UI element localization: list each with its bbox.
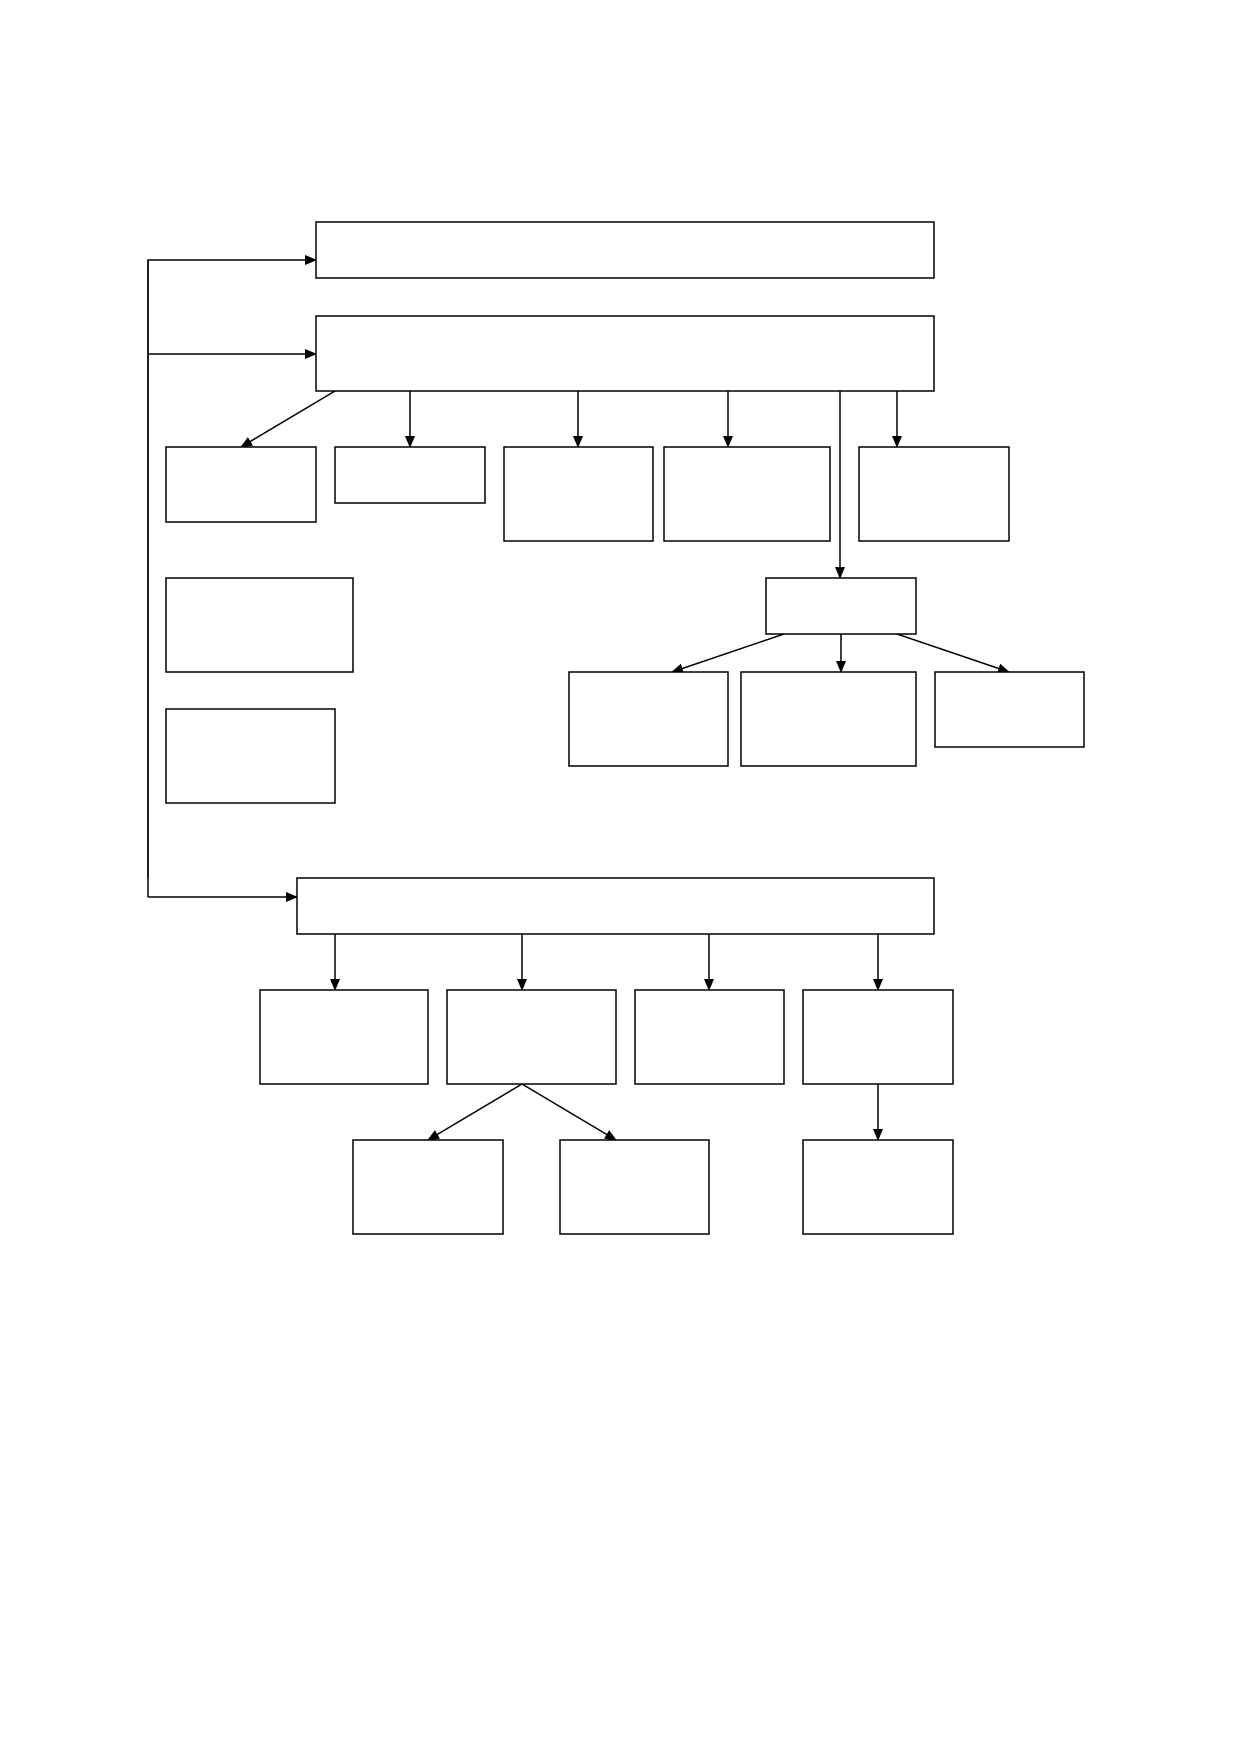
box-frame bbox=[802, 1139, 954, 1235]
box-frame bbox=[765, 577, 917, 635]
box-frame bbox=[663, 446, 831, 542]
box-frame bbox=[858, 446, 1010, 542]
box-frame bbox=[315, 315, 935, 392]
arrow-left-rail-to-top-box bbox=[147, 255, 317, 878]
arrow-sub-hub-to-sub-child-3 bbox=[896, 633, 1010, 674]
arrow-sub-hub-to-sub-child-1 bbox=[671, 633, 785, 674]
box-child-2 bbox=[334, 446, 486, 504]
arrow-lower-child-2-to-lower-grandchild-2 bbox=[521, 1083, 617, 1141]
box-frame bbox=[165, 708, 336, 804]
box-child-4 bbox=[663, 446, 831, 542]
boxes bbox=[165, 221, 1085, 1235]
box-frame bbox=[259, 989, 429, 1085]
box-frame bbox=[165, 577, 354, 673]
box-sub-child-3 bbox=[934, 671, 1085, 748]
connectors bbox=[147, 255, 1010, 1141]
box-top-box bbox=[315, 221, 935, 279]
box-lower-child-1 bbox=[259, 989, 429, 1085]
box-frame bbox=[634, 989, 785, 1085]
box-child-3 bbox=[503, 446, 654, 542]
box-main-box bbox=[315, 315, 935, 392]
box-lower-grandchild-1 bbox=[352, 1139, 504, 1235]
box-frame bbox=[165, 446, 317, 523]
box-left-box-b bbox=[165, 708, 336, 804]
box-lower-grandchild-3 bbox=[802, 1139, 954, 1235]
box-frame bbox=[315, 221, 935, 279]
box-child-1 bbox=[165, 446, 317, 523]
box-frame bbox=[559, 1139, 710, 1235]
box-frame bbox=[296, 877, 935, 935]
box-left-box-a bbox=[165, 577, 354, 673]
box-frame bbox=[334, 446, 486, 504]
box-frame bbox=[740, 671, 917, 767]
box-frame bbox=[934, 671, 1085, 748]
box-sub-child-2 bbox=[740, 671, 917, 767]
box-frame bbox=[352, 1139, 504, 1235]
box-frame bbox=[503, 446, 654, 542]
box-lower-grandchild-2 bbox=[559, 1139, 710, 1235]
box-frame bbox=[802, 989, 954, 1085]
box-child-5 bbox=[858, 446, 1010, 542]
box-sub-hub bbox=[765, 577, 917, 635]
box-sub-child-1 bbox=[568, 671, 729, 767]
box-lower-main-box bbox=[296, 877, 935, 935]
box-lower-child-2 bbox=[446, 989, 617, 1085]
box-lower-child-3 bbox=[634, 989, 785, 1085]
box-frame bbox=[568, 671, 729, 767]
arrow-lower-child-2-to-lower-grandchild-1 bbox=[427, 1083, 523, 1141]
arrow-main-box-to-child-1 bbox=[240, 390, 336, 448]
box-frame bbox=[446, 989, 617, 1085]
box-lower-child-4 bbox=[802, 989, 954, 1085]
